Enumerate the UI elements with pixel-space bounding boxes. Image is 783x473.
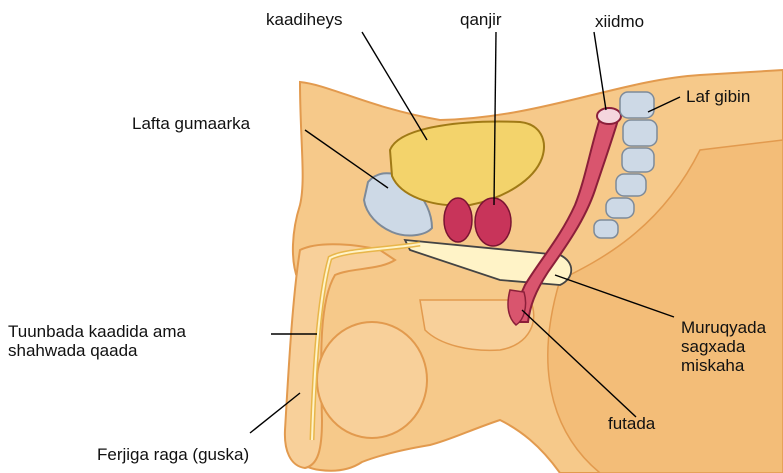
label-seminal-vesicles: qanjir bbox=[460, 10, 502, 29]
label-anus: futada bbox=[608, 414, 655, 433]
testis-shape bbox=[317, 322, 427, 438]
label-pubic-bone: Lafta gumaarka bbox=[132, 114, 250, 133]
label-pelvic-floor: Muruqyada sagxada miskaha bbox=[681, 318, 766, 375]
gland-left bbox=[444, 198, 472, 242]
gland-right bbox=[475, 198, 511, 246]
rectum-opening bbox=[597, 108, 621, 124]
label-rectum: xiidmo bbox=[595, 12, 644, 31]
label-urethra: Tuunbada kaadida ama shahwada qaada bbox=[8, 322, 186, 360]
label-spine: Laf gibin bbox=[686, 87, 750, 106]
label-penis-tip: Ferjiga raga (guska) bbox=[97, 445, 249, 464]
label-bladder: kaadiheys bbox=[266, 10, 343, 29]
